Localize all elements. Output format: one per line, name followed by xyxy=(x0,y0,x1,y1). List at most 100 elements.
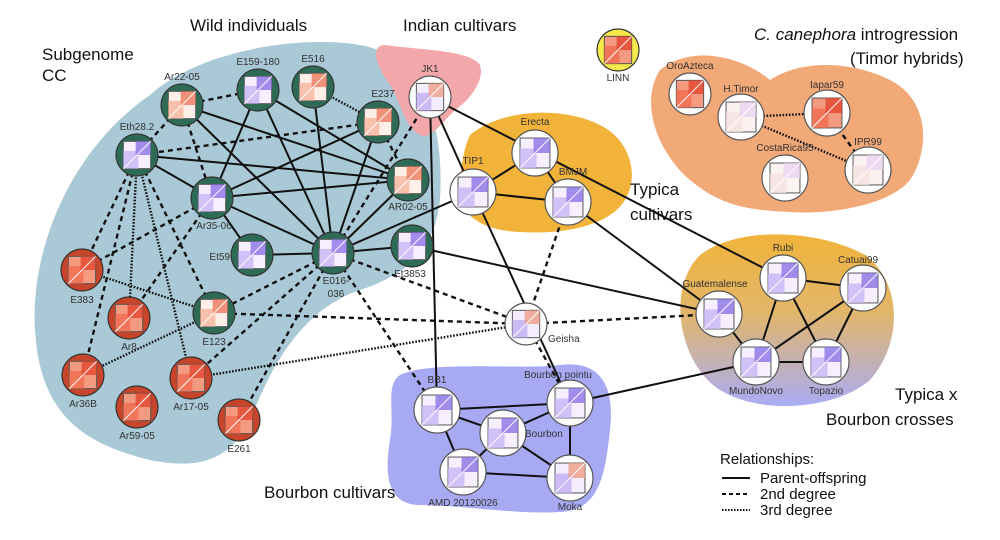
edge-second-e016-036-e261 xyxy=(237,252,335,421)
heatmap-thumbnail xyxy=(397,231,427,261)
node-linn: LINN xyxy=(596,28,640,84)
edge-parent-eth28-2-ar02-05 xyxy=(136,154,409,181)
node-e516: E516 xyxy=(291,54,335,109)
node-label: Et59 xyxy=(209,252,230,263)
node-amd-20120026: AMD 20120026 xyxy=(428,448,498,509)
node-h-timor: H.Timor xyxy=(717,84,765,141)
heatmap-thumbnail xyxy=(847,272,879,304)
node-e159-180: E159-180 xyxy=(236,57,280,112)
edge-second-eth28-2-e123 xyxy=(135,154,216,314)
heatmap-thumbnail xyxy=(703,298,735,330)
node-label: MundoNovo xyxy=(729,386,783,397)
heatmap-thumbnail xyxy=(122,392,152,422)
node-bmjm: BMJM xyxy=(544,167,592,226)
heatmap-thumbnail xyxy=(487,417,519,449)
node-label: E237 xyxy=(371,89,395,100)
node-rubi: Rubi xyxy=(759,243,807,302)
node-label: AMD 20120026 xyxy=(428,498,498,509)
edge-parent-jk1-bb1 xyxy=(429,96,438,411)
heatmap-thumbnail xyxy=(393,165,423,195)
edge-second-e016-036-e123 xyxy=(213,251,334,315)
node-costarica95: CostaRica95 xyxy=(756,143,814,202)
node-bourbon: Bourbon xyxy=(479,409,563,457)
node-catuai99: Catuai99 xyxy=(838,255,887,312)
canephora-label: C. canephora introgression xyxy=(754,25,958,44)
subgenome-cc-label: CC xyxy=(42,66,67,85)
heatmap-thumbnail xyxy=(415,82,445,112)
heatmap-thumbnail xyxy=(363,107,393,137)
heatmap-thumbnail xyxy=(519,137,551,169)
node-label: TIP1 xyxy=(462,156,484,167)
node-ar59-05: Ar59-05 xyxy=(115,385,159,442)
heatmap-thumbnail xyxy=(740,346,772,378)
edge-parent-ar22-05-e016-036 xyxy=(181,104,334,254)
wild-individuals-label: Wild individuals xyxy=(190,16,307,35)
node-tip1: TIP1 xyxy=(449,156,497,216)
heatmap-thumbnail xyxy=(224,405,254,435)
heatmap-thumbnail xyxy=(237,240,267,270)
heatmap-thumbnail xyxy=(68,360,98,390)
node-label: Moka xyxy=(558,502,583,513)
node-label: Ar59-05 xyxy=(119,431,155,442)
node-ar02-05: AR02-05 xyxy=(386,158,430,213)
edge-parent-bmjm-guatemalense xyxy=(567,201,720,315)
edge-parent-e237-e016-036 xyxy=(332,121,379,254)
node-ar8: Ar8 xyxy=(107,296,151,353)
edge-parent-tip1-bourbon-pointu xyxy=(472,191,571,404)
group-labels: Wild individuals Subgenome CC Indian cul… xyxy=(42,16,964,502)
node-label: Eth28.2 xyxy=(120,122,155,133)
bourbon-crosses-label: Bourbon crosses xyxy=(826,410,954,429)
edge-parent-e516-e016-036 xyxy=(312,86,334,254)
node-ar22-05: Ar22-05 xyxy=(160,72,204,127)
node-label: JK1 xyxy=(421,64,439,75)
edge-parent-e016-036-tip1 xyxy=(332,191,474,254)
heatmap-thumbnail xyxy=(447,456,479,488)
edge-third-e383-e123 xyxy=(81,268,215,315)
bourbon-cultivars-label: Bourbon cultivars xyxy=(264,483,395,502)
edge-parent-ar22-05-ar02-05 xyxy=(181,104,409,181)
node-label: E016- xyxy=(323,276,350,287)
node-label: CostaRica95 xyxy=(756,143,814,154)
edge-parent-bourbon-pointu-mundonovo xyxy=(569,361,757,404)
node-mundonovo: MundoNovo xyxy=(729,338,783,397)
heatmap-thumbnail xyxy=(122,140,152,170)
node-et59: Et59 xyxy=(209,233,274,277)
node-label: IPR99 xyxy=(854,137,882,148)
heatmap-thumbnail xyxy=(67,255,97,285)
heatmap-thumbnail xyxy=(457,176,489,208)
node-label: Topazio xyxy=(809,386,844,397)
node-ar35-06: Ar35-06 xyxy=(190,176,234,232)
typica-label: Typica xyxy=(630,180,680,199)
edge-second-ar35-06-ar8 xyxy=(128,197,213,319)
node-et3853: Et3853 xyxy=(390,224,434,280)
heatmap-thumbnail xyxy=(675,79,705,109)
edge-third-eth28-2-ar8 xyxy=(127,154,139,319)
edge-second-e123-geisha xyxy=(213,311,527,326)
node-label: E159-180 xyxy=(236,57,280,68)
heatmap-thumbnail xyxy=(298,72,328,102)
node-ar17-05: Ar17-05 xyxy=(169,356,213,413)
node-label: Ar17-05 xyxy=(173,402,209,413)
node-label: Erecta xyxy=(521,117,550,128)
edge-parent-e159-180-ar02-05 xyxy=(257,89,409,181)
node-e123: E123 xyxy=(192,291,236,348)
timor-hybrids-label: (Timor hybrids) xyxy=(850,49,964,68)
canephora-italic: C. canephora xyxy=(754,25,856,44)
node-label: Bourbon xyxy=(525,429,563,440)
typica-cultivars-label: cultivars xyxy=(630,205,692,224)
heatmap-thumbnail xyxy=(554,462,586,494)
heatmap-thumbnail xyxy=(243,75,273,105)
canephora-rest: introgression xyxy=(856,25,958,44)
edge-parent-e159-180-e016-036 xyxy=(257,89,334,254)
node-label: LINN xyxy=(607,73,630,84)
heatmap-thumbnail xyxy=(554,387,586,419)
node-ipr99: IPR99 xyxy=(844,137,892,194)
legend-label-third: 3rd degree xyxy=(760,502,833,519)
node-label: Ar35-06 xyxy=(196,221,232,232)
node-erecta: Erecta xyxy=(511,117,559,177)
node-geisha: Geisha xyxy=(504,302,580,346)
node-jk1: JK1 xyxy=(408,64,452,119)
node-label: BMJM xyxy=(559,167,587,178)
node-e237: E237 xyxy=(356,89,400,144)
